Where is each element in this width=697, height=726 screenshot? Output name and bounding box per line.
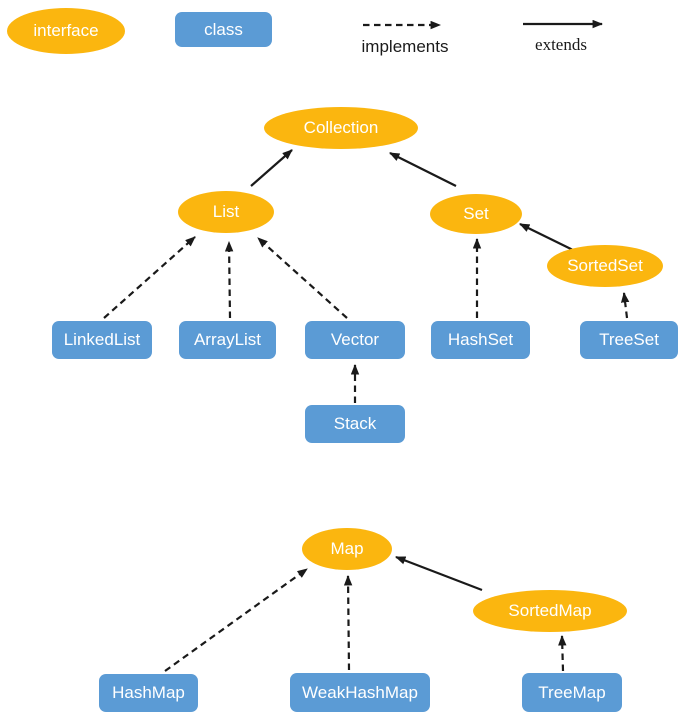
edge-weakhashmap-map	[343, 574, 353, 671]
edge-arraylist-list	[224, 240, 234, 319]
edge-sortedmap-map	[395, 555, 483, 592]
legend-extends-label: extends	[535, 35, 587, 54]
edge-sortedset-set	[519, 223, 574, 251]
edge-treemap-sortedmap	[558, 634, 567, 672]
legend-implements-label: implements	[361, 37, 449, 56]
edge-linkedlist-list	[103, 236, 196, 319]
legend-class-label: class	[204, 19, 243, 39]
edge-vector-list	[257, 237, 348, 319]
legend-interface-label: interface	[33, 21, 99, 40]
edge-list-collection	[250, 149, 293, 187]
edge-treeset-sortedset	[620, 291, 630, 319]
legend-interface-shape: interface	[7, 8, 125, 54]
legend-class-shape: class	[175, 12, 272, 47]
edge-hashmap-map	[164, 568, 308, 672]
edge-set-collection	[389, 152, 457, 187]
